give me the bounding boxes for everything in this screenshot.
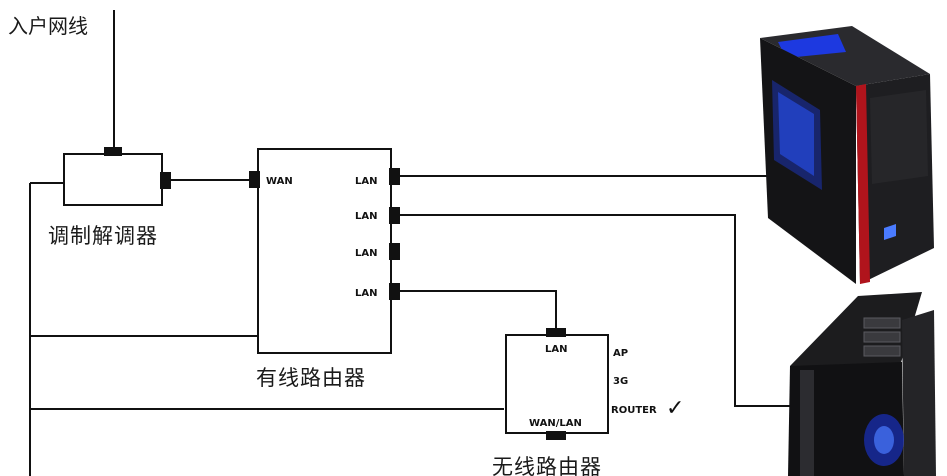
wireless-router-label: 无线路由器 xyxy=(492,455,602,476)
wireless-wan-lan-label: WAN/LAN xyxy=(529,418,582,429)
wireless-router: LAN WAN/LAN AP 3G ROUTER ✓ 无线路由器 xyxy=(492,328,684,476)
wired-router: WAN LAN LAN LAN LAN 有线路由器 xyxy=(249,148,400,390)
cables xyxy=(29,10,790,476)
modem-label: 调制解调器 xyxy=(48,224,158,248)
wireless-wan-port xyxy=(546,431,566,440)
wireless-lan-label: LAN xyxy=(545,344,567,355)
lan3-port xyxy=(389,243,400,260)
wan-port-label: WAN xyxy=(266,176,293,187)
mode-3g-label: 3G xyxy=(613,376,628,387)
lan4-port xyxy=(389,283,400,300)
lan4-port-label: LAN xyxy=(355,288,377,299)
lan3-port-label: LAN xyxy=(355,248,377,259)
modem-port-right xyxy=(160,172,171,189)
mode-router-label: ROUTER xyxy=(611,405,657,416)
lan1-port-label: LAN xyxy=(355,176,377,187)
incoming-line-label: 入户网线 xyxy=(8,14,88,38)
lan2-port xyxy=(389,207,400,224)
lan2-to-pc2-cable xyxy=(398,214,790,407)
wan-port xyxy=(249,171,260,188)
modem-box xyxy=(63,153,163,206)
modem-port-top xyxy=(104,147,122,156)
lan1-port xyxy=(389,168,400,185)
lan4-to-wireless-cable xyxy=(398,290,557,330)
pc-tower-1-icon xyxy=(760,26,934,284)
pc-tower-2-icon xyxy=(788,292,936,476)
wireless-lan-port xyxy=(546,328,566,337)
lan2-port-label: LAN xyxy=(355,211,377,222)
modem: 调制解调器 xyxy=(48,147,171,248)
mode-ap-label: AP xyxy=(613,348,628,359)
wired-router-label: 有线路由器 xyxy=(256,366,366,390)
router-mode-check-icon: ✓ xyxy=(666,396,684,421)
